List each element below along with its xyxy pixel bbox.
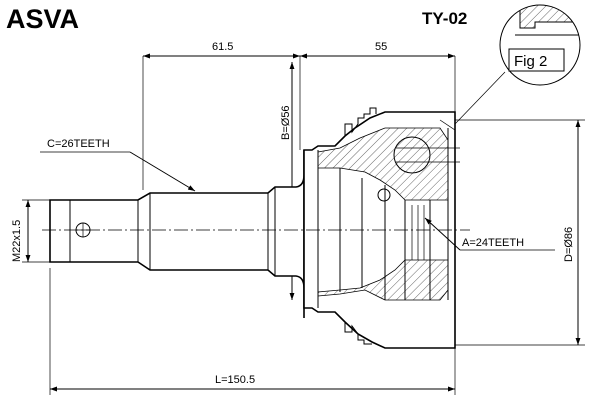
thread-label: M22x1.5 <box>11 220 23 262</box>
fig-label-box <box>508 48 565 72</box>
inner-spline-callout: A=24TEETH <box>424 217 555 251</box>
fig-2-detail: Fig 2 <box>499 4 581 86</box>
inner-spline-label: A=24TEETH <box>462 237 524 249</box>
outer-spline-callout: C=26TEETH <box>40 138 196 192</box>
thread-dimension: M22x1.5 <box>11 199 50 263</box>
length-label: L=150.5 <box>215 374 255 386</box>
shaft-diameter-label: B=Ø56 <box>280 105 292 140</box>
part-number: TY-02 <box>422 9 467 28</box>
ball-bearing <box>393 136 431 174</box>
outer-diameter-dimension: D=Ø86 <box>455 119 585 346</box>
outer-spline-label: C=26TEETH <box>47 138 110 150</box>
dimension-55: 55 <box>375 41 387 53</box>
small-ball <box>377 188 391 202</box>
dimension-61-5: 61.5 <box>212 41 233 53</box>
length-dimension: L=150.5 <box>49 268 456 395</box>
outer-diameter-label: D=Ø86 <box>563 227 575 262</box>
fig-label: Fig 2 <box>514 53 547 70</box>
brand-logo-text: ASVA <box>6 4 79 34</box>
shaft-body <box>49 150 305 318</box>
top-dimensions: 61.5 55 <box>142 41 456 190</box>
